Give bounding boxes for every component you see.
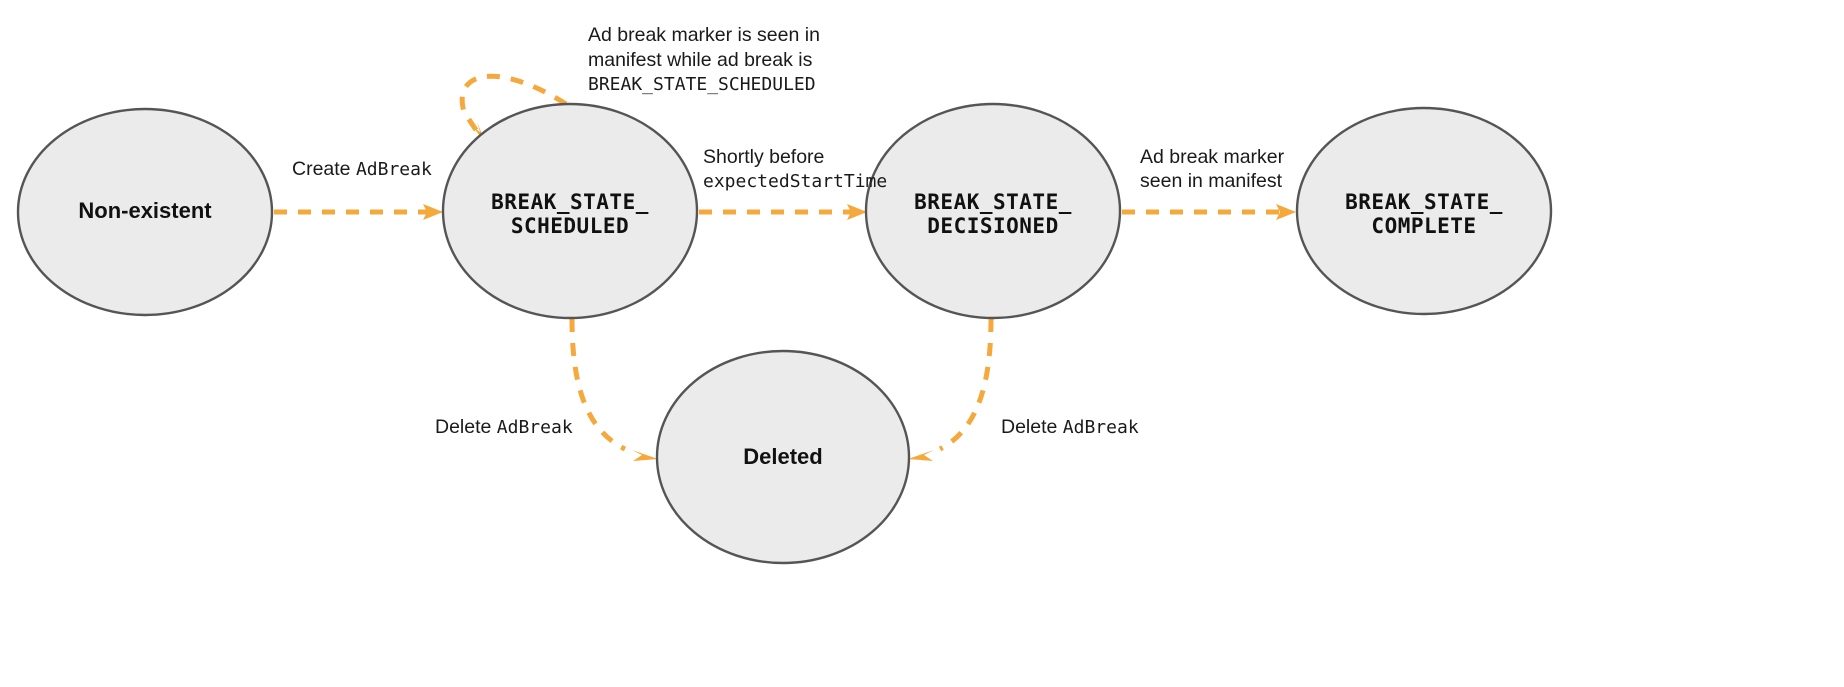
node-break-state-decisioned-label-line2: DECISIONED (927, 214, 1058, 238)
node-break-state-decisioned-label-line1: BREAK_STATE_ (914, 190, 1072, 214)
node-break-state-complete[interactable]: BREAK_STATE_ COMPLETE (1295, 106, 1553, 316)
edge-label-create-adbreak-seg1: Create (292, 158, 356, 180)
node-break-state-scheduled[interactable]: BREAK_STATE_ SCHEDULED (441, 102, 699, 320)
node-break-state-complete-shape[interactable] (1295, 106, 1553, 316)
edge-label-shortly-before-line2: expectedStartTime (703, 171, 887, 192)
edge-label-marker-seen-line1: Ad break marker (1140, 146, 1285, 168)
edge-label-create-adbreak-text: Create AdBreak (292, 158, 432, 180)
node-deleted-shape[interactable] (655, 349, 911, 565)
edge-label-self-loop-line3: BREAK_STATE_SCHEDULED (588, 74, 816, 95)
edge-scheduled-self-loop-path (459, 73, 568, 135)
edge-label-create-adbreak-seg2: AdBreak (356, 159, 432, 180)
edge-label-delete-scheduled-seg1: Delete (435, 416, 497, 438)
node-break-state-scheduled-shape[interactable] (441, 102, 699, 320)
edge-label-shortly-before-line1: Shortly before (703, 146, 824, 168)
edge-create-adbreak (274, 204, 443, 220)
edge-label-delete-from-scheduled: Delete AdBreak (435, 416, 573, 438)
edge-marker-seen (1122, 204, 1296, 220)
edge-delete-from-scheduled-path (569, 318, 627, 452)
node-break-state-complete-label-line2: COMPLETE (1371, 214, 1476, 238)
edge-label-self-loop-line1: Ad break marker is seen in (588, 24, 820, 46)
node-non-existent-label: Non-existent (78, 198, 212, 223)
node-non-existent[interactable]: Non-existent (16, 107, 274, 317)
edge-delete-from-decisioned (908, 318, 994, 461)
edge-shortly-before-arrowhead (847, 204, 867, 220)
edge-label-self-loop-line2: manifest while ad break is (588, 49, 813, 71)
node-break-state-decisioned-shape[interactable] (864, 102, 1122, 320)
node-break-state-decisioned[interactable]: BREAK_STATE_ DECISIONED (864, 102, 1122, 320)
edge-label-marker-seen-line2: seen in manifest (1140, 170, 1283, 192)
edge-marker-seen-arrowhead (1276, 204, 1296, 220)
edge-delete-from-decisioned-path (938, 318, 994, 452)
edge-label-delete-decisioned-seg2: AdBreak (1063, 417, 1139, 438)
edge-label-delete-decisioned-seg1: Delete (1001, 416, 1063, 438)
edge-label-scheduled-self-loop: Ad break marker is seen in manifest whil… (588, 24, 820, 95)
edge-label-create-adbreak: Create AdBreak (292, 158, 432, 180)
node-deleted[interactable]: Deleted (655, 349, 911, 565)
node-non-existent-shape[interactable] (16, 107, 274, 317)
node-break-state-complete-label-line1: BREAK_STATE_ (1345, 190, 1503, 214)
edge-label-delete-from-scheduled-text: Delete AdBreak (435, 416, 573, 438)
node-deleted-label: Deleted (743, 444, 822, 469)
edge-delete-from-decisioned-arrowhead (908, 450, 934, 461)
edge-delete-from-scheduled (569, 318, 658, 461)
node-break-state-scheduled-label-line2: SCHEDULED (511, 214, 629, 238)
node-break-state-scheduled-label-line1: BREAK_STATE_ (491, 190, 649, 214)
edge-create-adbreak-arrowhead (423, 204, 443, 220)
edge-label-delete-from-decisioned-text: Delete AdBreak (1001, 416, 1139, 438)
edge-shortly-before (699, 204, 867, 220)
edge-delete-from-scheduled-arrowhead (632, 450, 658, 461)
edge-label-marker-seen: Ad break marker seen in manifest (1140, 146, 1285, 192)
edge-label-delete-scheduled-seg2: AdBreak (497, 417, 573, 438)
edge-label-delete-from-decisioned: Delete AdBreak (1001, 416, 1139, 438)
edge-label-shortly-before: Shortly before expectedStartTime (703, 146, 887, 192)
